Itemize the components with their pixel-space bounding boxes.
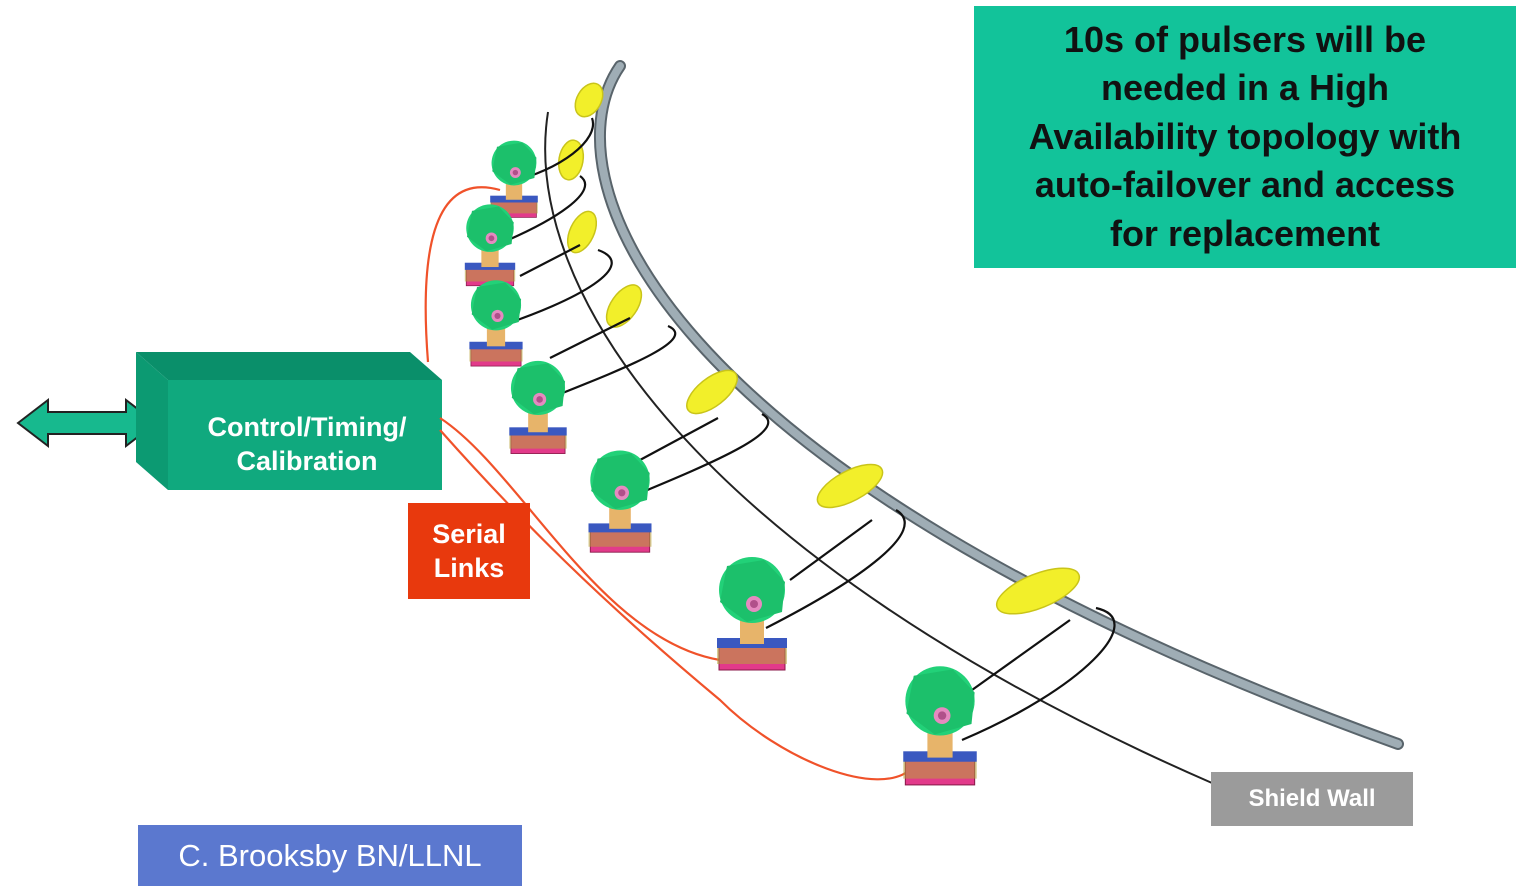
control-box: [136, 352, 442, 490]
pulser-icon: [902, 665, 978, 786]
callout-box: 10s of pulsers will be needed in a High …: [974, 6, 1516, 268]
serial-links-label: Serial Links: [408, 503, 530, 599]
pulser-icon: [469, 279, 523, 367]
control-box-label: Control/Timing/ Calibration: [207, 412, 407, 476]
credit-label: C. Brooksby BN/LLNL: [138, 825, 522, 886]
pulser-icon: [508, 360, 568, 454]
shield-wall-label: Shield Wall: [1211, 772, 1413, 826]
pulser-icon: [588, 450, 652, 553]
pulser-icon: [716, 556, 788, 671]
pulser-icon: [464, 204, 516, 287]
double-arrow-icon: [16, 397, 158, 449]
magnets: [557, 82, 1081, 615]
shield-wall-line: [544, 111, 1213, 784]
